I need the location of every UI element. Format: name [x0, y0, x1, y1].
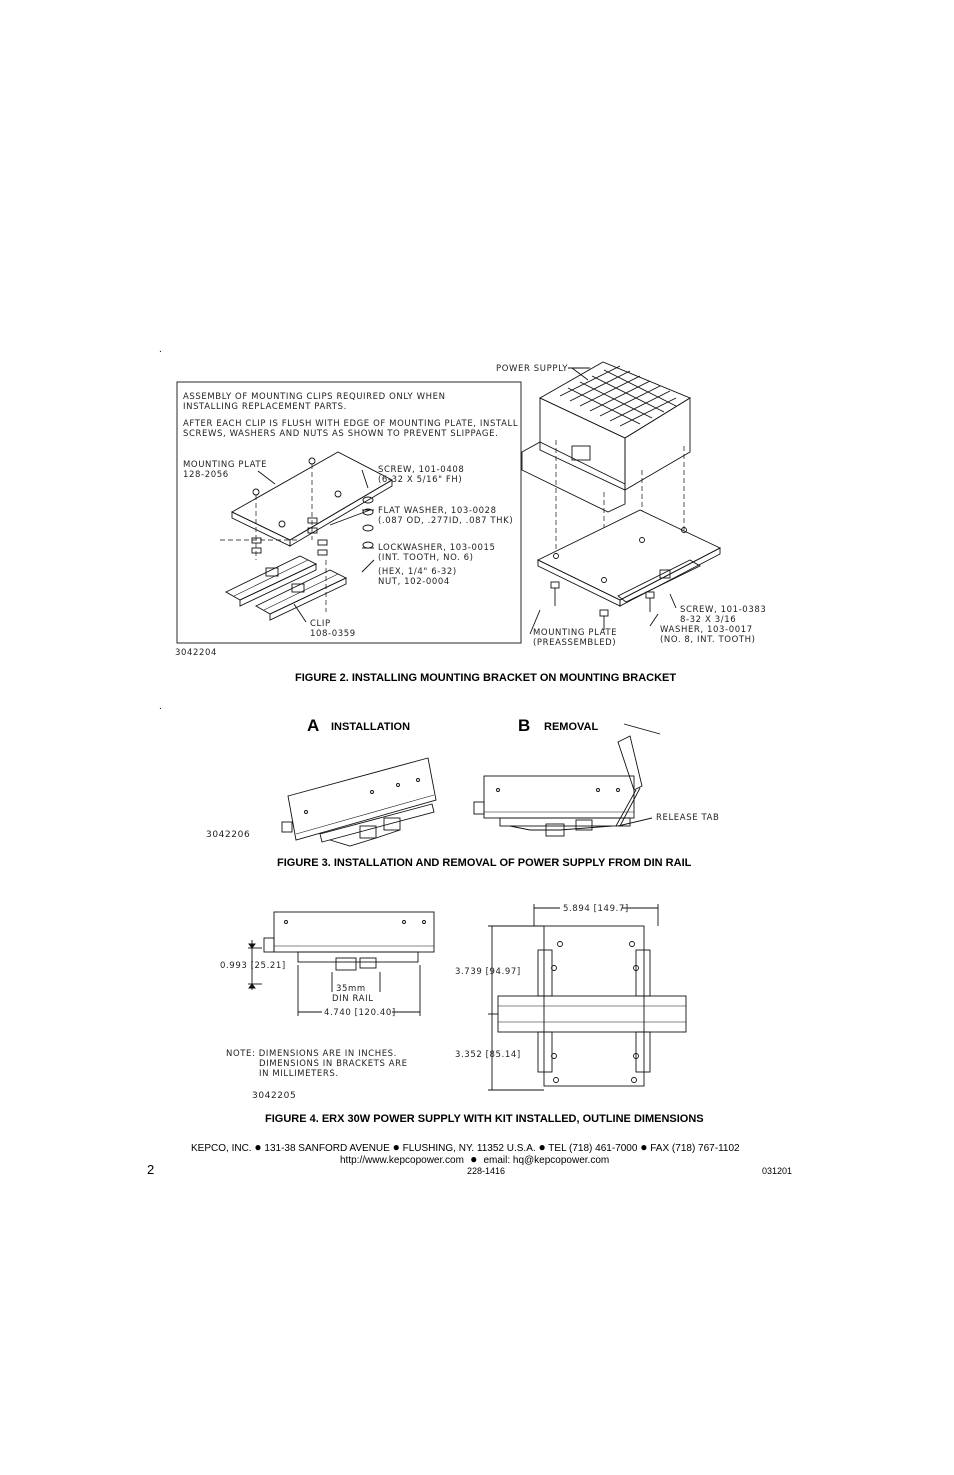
footer-contact-line: KEPCO, INC. ● 131-38 SANFORD AVENUE ● FL…: [191, 1140, 740, 1154]
bullet-icon: ●: [466, 1152, 481, 1166]
lower-dimension: 3.352 [85.14]: [455, 1050, 521, 1060]
power-supply-label: POWER SUPPLY: [496, 364, 569, 374]
nut-label: NUT, 102-0004: [378, 577, 450, 587]
assembly-note-4: SCREWS, WASHERS AND NUTS AS SHOWN TO PRE…: [183, 429, 499, 439]
lockwasher-spec: (INT. TOOTH, NO. 6): [378, 553, 474, 563]
screw-spec: (6-32 X 5/16" FH): [378, 475, 463, 485]
bullet-icon: ●: [254, 1140, 262, 1154]
clip-part: 108-0359: [310, 629, 356, 639]
date-code: 031201: [762, 1166, 793, 1176]
company-name: KEPCO, INC.: [191, 1143, 252, 1154]
street-address: 131-38 SANFORD AVENUE: [264, 1143, 390, 1154]
mounting-plate-right-label: MOUNTING PLATE: [533, 628, 618, 638]
fax: FAX (718) 767-1102: [650, 1143, 740, 1154]
figure2-caption: FIGURE 2. INSTALLING MOUNTING BRACKET ON…: [295, 672, 677, 684]
figure3-drawing-number: 3042206: [206, 830, 251, 840]
assembly-note-1: ASSEMBLY OF MOUNTING CLIPS REQUIRED ONLY…: [183, 392, 446, 402]
assembly-note-2: INSTALLING REPLACEMENT PARTS.: [183, 402, 347, 412]
flat-washer-label: FLAT WASHER, 103-0028: [378, 506, 497, 516]
figure3-caption: FIGURE 3. INSTALLATION AND REMOVAL OF PO…: [277, 857, 692, 869]
panel-a-letter: A: [307, 716, 320, 735]
assembly-note-3: AFTER EACH CLIP IS FLUSH WITH EDGE OF MO…: [183, 419, 519, 429]
height-dimension: 0.993 [25.21]: [220, 961, 286, 971]
mounting-plate-part: 128-2056: [183, 470, 229, 480]
page-number: 2: [147, 1162, 155, 1177]
city-address: FLUSHING, NY. 11352 U.S.A.: [402, 1143, 536, 1154]
telephone: TEL (718) 461-7000: [548, 1143, 638, 1154]
dimension-note-2: DIMENSIONS IN BRACKETS ARE: [259, 1059, 408, 1069]
width-dimension: 5.894 [149.7]: [563, 904, 629, 914]
mounting-plate-right-note: (PREASSEMBLED): [533, 638, 617, 648]
removal-label: REMOVAL: [544, 721, 599, 733]
stray-mark: .: [159, 701, 162, 712]
release-tab-label: RELEASE TAB: [656, 813, 720, 823]
din-rail-size: 35mm: [336, 984, 366, 994]
screw-right-label: SCREW, 101-0383: [680, 605, 767, 615]
figure4-drawing-number: 3042205: [252, 1091, 297, 1101]
bullet-icon: ●: [392, 1140, 400, 1154]
dimension-note-1: NOTE: DIMENSIONS ARE IN INCHES.: [226, 1049, 397, 1059]
dimension-note-3: IN MILLIMETERS.: [259, 1069, 339, 1079]
screw-label: SCREW, 101-0408: [378, 465, 465, 475]
document-number: 228-1416: [467, 1166, 506, 1176]
bullet-icon: ●: [538, 1140, 546, 1154]
lockwasher-label: LOCKWASHER, 103-0015: [378, 543, 496, 553]
installation-label: INSTALLATION: [331, 721, 411, 733]
screw-right-spec: 8-32 X 3/16: [680, 615, 737, 625]
flat-washer-spec: (.087 OD, .277ID, .087 THK): [378, 516, 514, 526]
length-dimension: 4.740 [120.40]: [324, 1008, 396, 1018]
website-link[interactable]: http://www.kepcopower.com: [340, 1155, 464, 1166]
mounting-plate-label: MOUNTING PLATE: [183, 460, 268, 470]
din-rail-label: DIN RAIL: [332, 994, 374, 1004]
washer-right-label: WASHER, 103-0017: [660, 625, 753, 635]
footer-web-line: http://www.kepcopower.com ● email: hq@ke…: [340, 1152, 609, 1166]
nut-spec: (HEX, 1/4" 6-32): [378, 567, 457, 577]
bullet-icon: ●: [640, 1140, 648, 1154]
stray-mark: .: [159, 344, 162, 355]
panel-b-letter: B: [518, 716, 531, 735]
upper-dimension: 3.739 [94.97]: [455, 967, 521, 977]
clip-label: CLIP: [310, 619, 331, 629]
email-link[interactable]: email: hq@kepcopower.com: [483, 1155, 610, 1166]
figure4-caption: FIGURE 4. ERX 30W POWER SUPPLY WITH KIT …: [265, 1113, 704, 1125]
washer-right-spec: (NO. 8, INT. TOOTH): [660, 635, 756, 645]
figure2-drawing-number: 3042204: [175, 648, 218, 658]
